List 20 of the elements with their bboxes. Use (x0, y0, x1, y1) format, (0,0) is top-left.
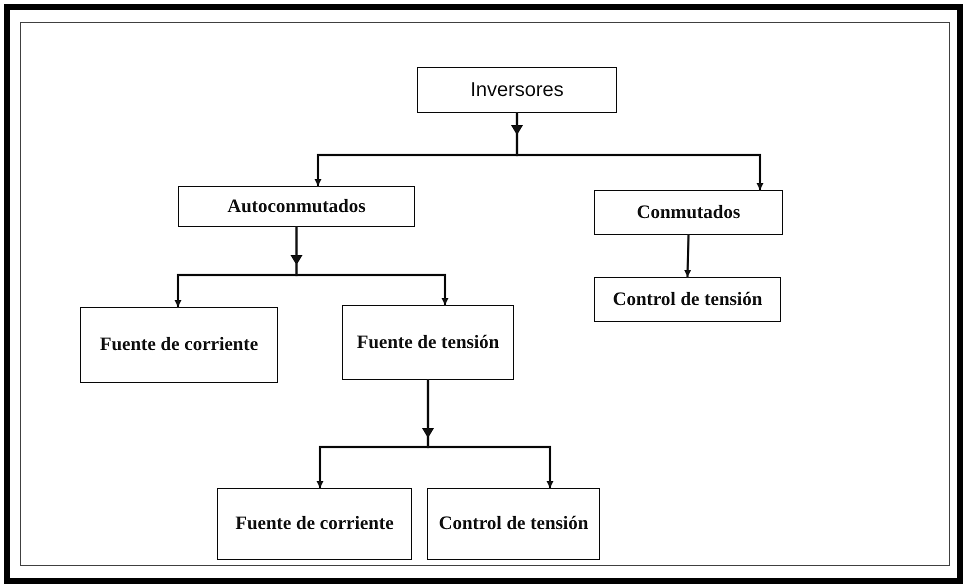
box-label: Control de tensión (612, 288, 762, 312)
arrow (511, 113, 764, 190)
box-label: Fuente de corriente (235, 512, 394, 536)
process-box (594, 277, 781, 322)
box-label: Control de tensión (438, 512, 588, 536)
process-box (342, 305, 514, 380)
box-label: Autoconmutados (227, 194, 366, 218)
process-box (594, 190, 783, 235)
process-box (217, 488, 412, 560)
arrow (422, 380, 554, 488)
arrow (290, 227, 448, 305)
process-box (178, 186, 415, 227)
box-label: Inversores (470, 78, 564, 102)
process-box (80, 307, 278, 383)
box-label: Fuente de corriente (100, 333, 258, 357)
box-label: Conmutados (636, 200, 740, 224)
process-box (427, 488, 600, 560)
box-label: Fuente de tensión (356, 330, 500, 354)
process-box (417, 67, 617, 113)
arrow (684, 234, 692, 278)
